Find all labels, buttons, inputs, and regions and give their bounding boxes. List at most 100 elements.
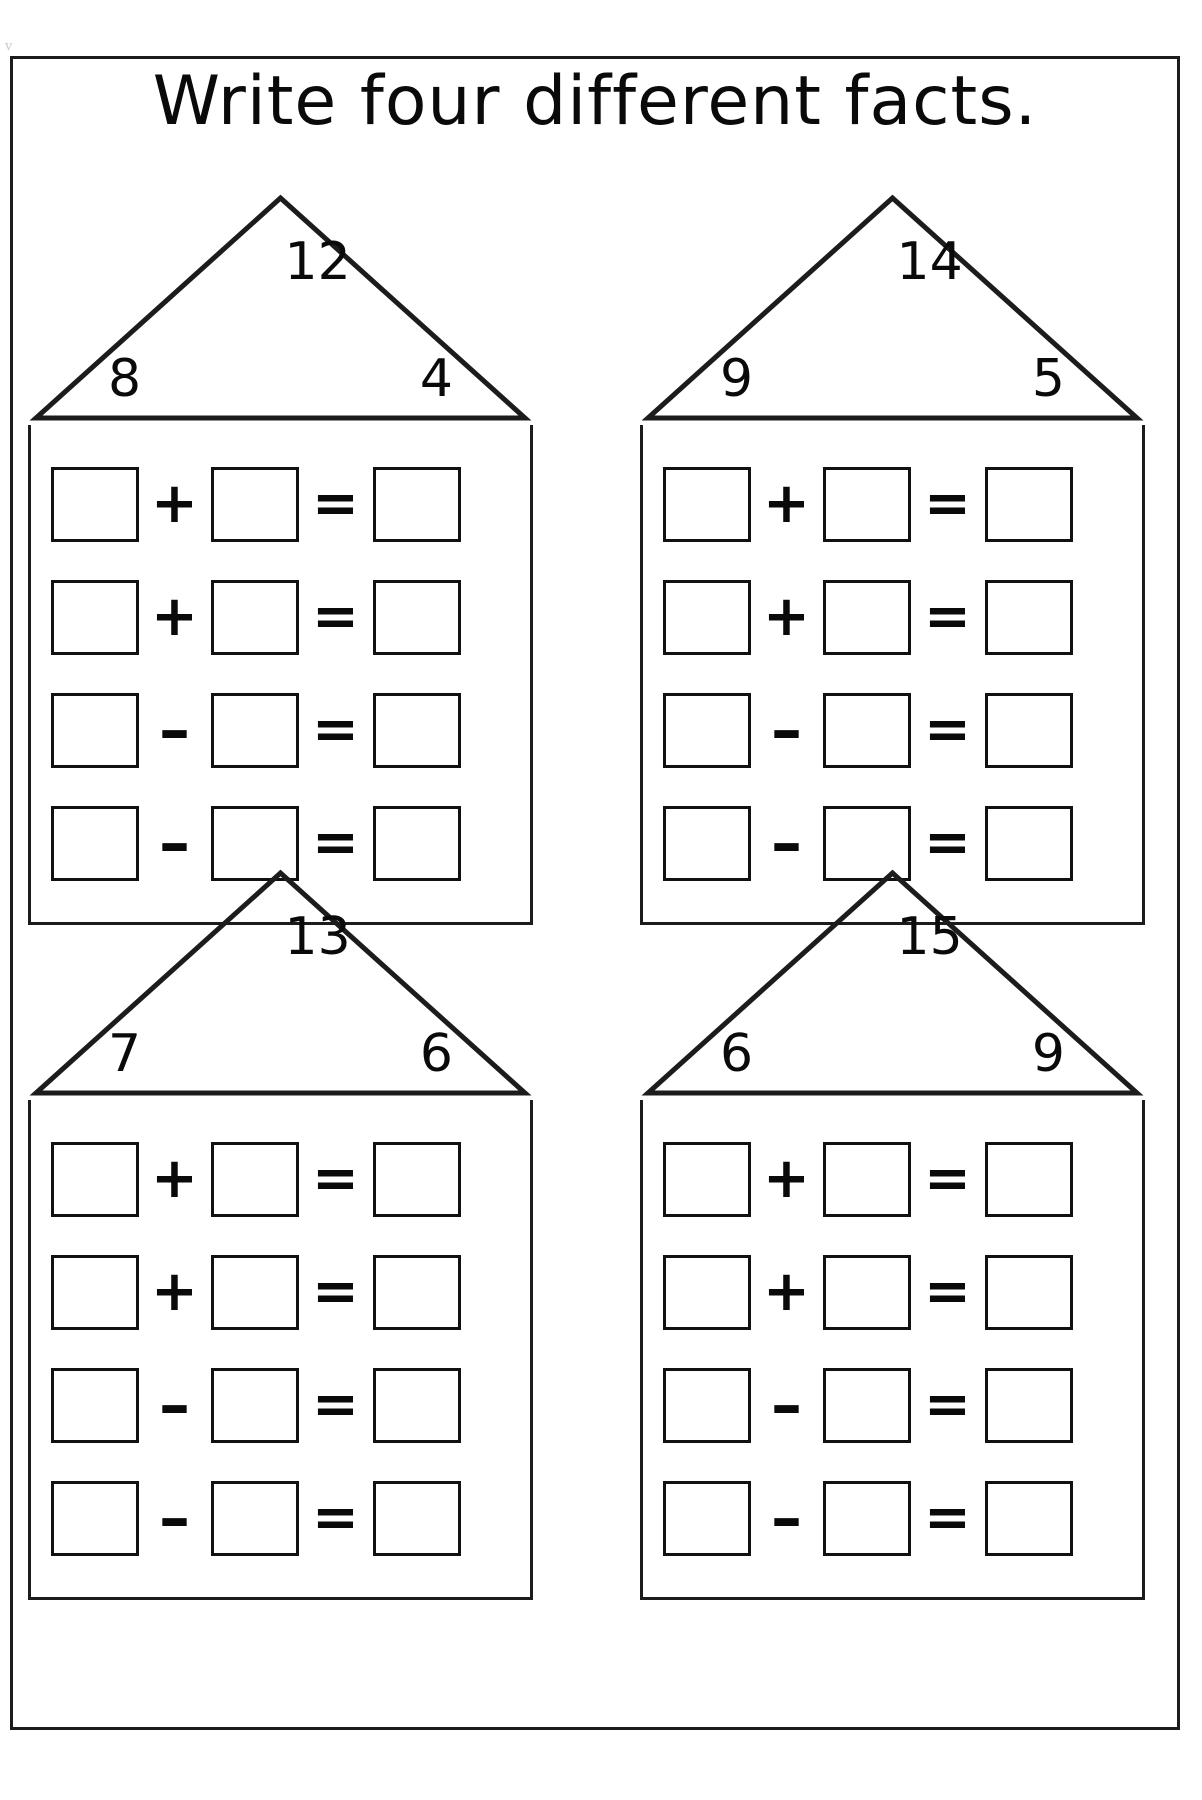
answer-box[interactable] [822, 466, 911, 542]
answer-box[interactable] [210, 1367, 299, 1443]
answer-box[interactable] [210, 579, 299, 655]
answer-box[interactable] [662, 1141, 751, 1217]
answer-box[interactable] [372, 692, 461, 768]
house-body: + = + = – = – [640, 425, 1145, 925]
operator-symbol: – [159, 1368, 190, 1441]
equals-symbol: = [312, 697, 359, 762]
page-border [10, 56, 1180, 1730]
equals-symbol: = [312, 810, 359, 875]
answer-box[interactable] [372, 805, 461, 881]
answer-box[interactable] [822, 1480, 911, 1556]
house-body: + = + = – = – [640, 1100, 1145, 1600]
roof-triangle-icon [29, 194, 532, 421]
equation-row: + = [662, 1248, 1123, 1336]
operator-symbol: – [159, 806, 190, 879]
answer-box[interactable] [984, 692, 1073, 768]
answer-box[interactable] [984, 466, 1073, 542]
roof-total-number: 14 [896, 232, 963, 292]
answer-box[interactable] [984, 805, 1073, 881]
answer-box[interactable] [372, 1141, 461, 1217]
equals-symbol: = [312, 584, 359, 649]
operator-symbol: + [151, 1259, 198, 1324]
scan-artifact-mark: v [5, 39, 13, 54]
answer-box[interactable] [50, 1141, 139, 1217]
operator-symbol: – [159, 1481, 190, 1554]
answer-box[interactable] [210, 805, 299, 881]
answer-box[interactable] [662, 1480, 751, 1556]
equals-symbol: = [312, 1146, 359, 1211]
fact-family-house: 15 6 9 + = + = – = [640, 865, 1145, 1600]
roof-left-number: 7 [108, 1024, 142, 1084]
operator-symbol: + [763, 1146, 810, 1211]
answer-box[interactable] [984, 579, 1073, 655]
roof-triangle-icon [641, 869, 1144, 1096]
answer-box[interactable] [822, 1141, 911, 1217]
answer-box[interactable] [662, 466, 751, 542]
operator-symbol: + [763, 1259, 810, 1324]
answer-box[interactable] [984, 1141, 1073, 1217]
answer-box[interactable] [822, 692, 911, 768]
answer-box[interactable] [822, 805, 911, 881]
roof-triangle-icon [29, 869, 532, 1096]
equals-symbol: = [924, 471, 971, 536]
answer-box[interactable] [662, 1367, 751, 1443]
equals-symbol: = [924, 810, 971, 875]
operator-symbol: + [763, 471, 810, 536]
answer-box[interactable] [822, 579, 911, 655]
equation-row: + = [50, 573, 511, 661]
answer-box[interactable] [984, 1367, 1073, 1443]
answer-box[interactable] [662, 805, 751, 881]
answer-box[interactable] [372, 579, 461, 655]
operator-symbol: – [771, 693, 802, 766]
roof-left-number: 8 [108, 349, 142, 409]
answer-box[interactable] [50, 579, 139, 655]
answer-box[interactable] [662, 579, 751, 655]
equation-row: – = [662, 686, 1123, 774]
equation-row: – = [50, 686, 511, 774]
roof-triangle-icon [641, 194, 1144, 421]
operator-symbol: + [763, 584, 810, 649]
answer-box[interactable] [50, 1254, 139, 1330]
equals-symbol: = [924, 584, 971, 649]
answer-box[interactable] [50, 1480, 139, 1556]
fact-family-house: 12 8 4 + = + = – = [28, 190, 533, 925]
equation-row: – = [662, 1361, 1123, 1449]
equals-symbol: = [924, 1146, 971, 1211]
equation-row: + = [662, 1135, 1123, 1223]
answer-box[interactable] [210, 1480, 299, 1556]
answer-box[interactable] [984, 1254, 1073, 1330]
operator-symbol: + [151, 584, 198, 649]
equals-symbol: = [924, 1259, 971, 1324]
answer-box[interactable] [662, 692, 751, 768]
roof-total-number: 12 [284, 232, 351, 292]
equation-row: + = [50, 1135, 511, 1223]
answer-box[interactable] [210, 1254, 299, 1330]
operator-symbol: + [151, 471, 198, 536]
operator-symbol: – [771, 1368, 802, 1441]
answer-box[interactable] [372, 1367, 461, 1443]
equals-symbol: = [312, 471, 359, 536]
answer-box[interactable] [210, 1141, 299, 1217]
answer-box[interactable] [50, 692, 139, 768]
answer-box[interactable] [50, 805, 139, 881]
answer-box[interactable] [372, 1254, 461, 1330]
answer-box[interactable] [372, 1480, 461, 1556]
answer-box[interactable] [210, 692, 299, 768]
roof-right-number: 6 [419, 1024, 453, 1084]
answer-box[interactable] [662, 1254, 751, 1330]
answer-box[interactable] [210, 466, 299, 542]
house-roof: 14 9 5 [640, 190, 1145, 425]
answer-box[interactable] [372, 466, 461, 542]
answer-box[interactable] [50, 466, 139, 542]
roof-left-number: 9 [720, 349, 754, 409]
answer-box[interactable] [984, 1480, 1073, 1556]
answer-box[interactable] [822, 1367, 911, 1443]
answer-box[interactable] [822, 1254, 911, 1330]
answer-box[interactable] [50, 1367, 139, 1443]
roof-right-number: 9 [1031, 1024, 1065, 1084]
operator-symbol: – [159, 693, 190, 766]
operator-symbol: + [151, 1146, 198, 1211]
equation-row: – = [662, 1474, 1123, 1562]
equals-symbol: = [924, 1372, 971, 1437]
operator-symbol: – [771, 806, 802, 879]
